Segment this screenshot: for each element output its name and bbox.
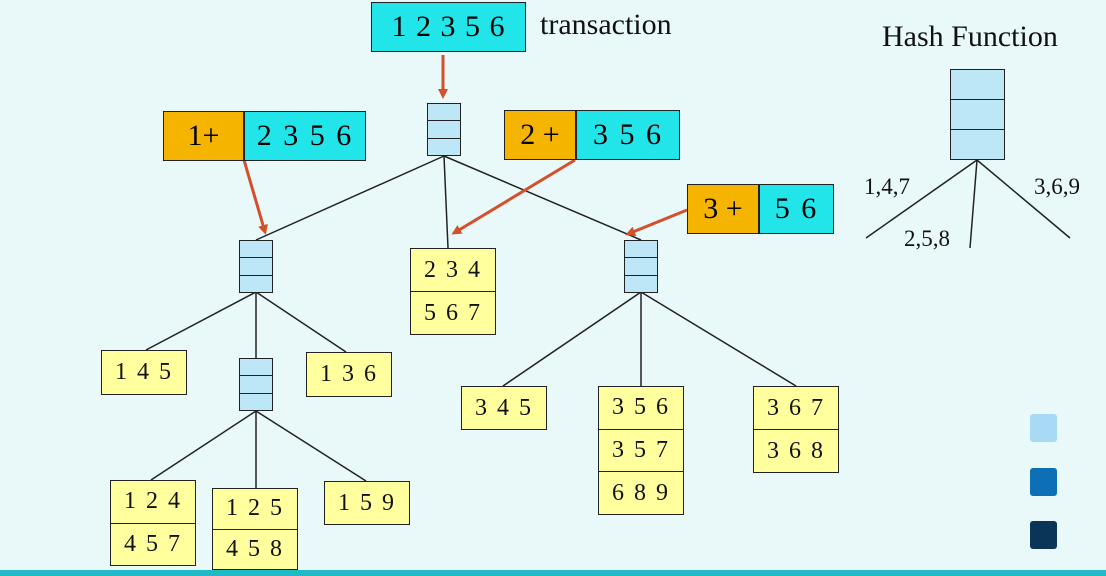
arrow-split2-middle [451, 158, 576, 235]
hash-branch-right [976, 159, 1071, 239]
itemset: 3 5 7 [599, 430, 683, 473]
edge-sub-124 [150, 410, 257, 481]
leaf-136: 1 3 6 [306, 352, 392, 397]
edge-right-367 [640, 291, 797, 387]
hash-branch-left [865, 159, 978, 239]
edge-left-145 [145, 291, 257, 351]
transaction-label: transaction [540, 8, 672, 41]
split-2-suffix: 3 5 6 [576, 110, 680, 160]
itemset: 3 4 5 [475, 394, 533, 421]
legend-square-mid [1030, 468, 1057, 496]
hash-node-root [427, 103, 461, 156]
edge-left-136 [255, 291, 347, 353]
leaf-356-357-689: 3 5 6 3 5 7 6 8 9 [598, 386, 684, 515]
split-1-prefix: 1+ [163, 111, 244, 161]
itemset: 1 4 5 [115, 359, 173, 385]
legend-square-dark [1030, 521, 1057, 549]
bottom-bar [0, 570, 1106, 576]
hash-branch-label-right: 3,6,9 [1034, 174, 1080, 199]
leaf-145: 1 4 5 [101, 350, 187, 395]
edge-right-345 [502, 291, 642, 387]
legend-square-light [1030, 414, 1057, 442]
itemset: 1 3 6 [320, 361, 378, 387]
leaf-234-567: 2 3 4 5 6 7 [410, 248, 496, 335]
itemset: 3 6 7 [754, 387, 838, 430]
split-3-suffix: 5 6 [759, 184, 834, 234]
itemset: 3 5 6 [599, 387, 683, 430]
split-1-suffix: 2 3 5 6 [244, 111, 366, 161]
hash-function-title: Hash Function [882, 20, 1058, 53]
itemset: 5 6 7 [424, 299, 482, 326]
leaf-125-458: 1 2 5 4 5 8 [212, 488, 298, 570]
itemset: 6 8 9 [612, 479, 670, 506]
split-2-prefix: 2 + [504, 110, 576, 160]
itemset: 1 2 4 [111, 481, 195, 524]
edge-root-left [255, 155, 445, 241]
transaction-box: 1 2 3 5 6 [371, 2, 526, 52]
leaf-367-368: 3 6 7 3 6 8 [753, 386, 839, 473]
itemset: 1 5 9 [338, 489, 396, 516]
itemset: 4 5 7 [124, 530, 182, 557]
edge-sub-159 [255, 410, 367, 482]
leaf-345: 3 4 5 [461, 386, 547, 430]
leaf-159: 1 5 9 [324, 481, 410, 525]
arrow-split3-right [625, 208, 688, 236]
hash-branch-label-middle: 2,5,8 [904, 226, 950, 251]
hash-branch-middle [969, 159, 978, 249]
hash-node-left [239, 240, 273, 293]
hash-function-node [950, 69, 1005, 160]
itemset: 3 6 8 [767, 437, 825, 464]
hash-node-sub [239, 358, 273, 411]
split-3-prefix: 3 + [687, 184, 759, 234]
hash-branch-label-left: 1,4,7 [864, 174, 910, 199]
itemset: 2 3 4 [411, 249, 495, 292]
itemset: 1 2 5 [213, 489, 297, 530]
arrow-split1-left [242, 159, 268, 235]
edge-root-middle [443, 155, 449, 249]
hash-node-right [624, 240, 658, 293]
leaf-124-457: 1 2 4 4 5 7 [110, 480, 196, 566]
itemset: 4 5 8 [226, 535, 284, 562]
edge-root-right [443, 155, 642, 241]
